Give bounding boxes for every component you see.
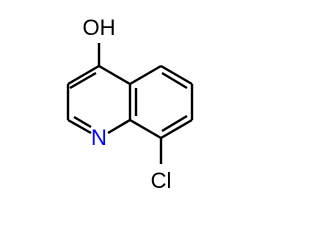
bond-c2-n1-inner [73,115,92,129]
bond-c8-c8a [129,118,162,140]
bond-c7-c8 [160,118,193,140]
bond-c7-c8-inner [161,114,188,133]
bond-c5-c6 [160,64,193,86]
chlorine-label: Cl [151,168,172,193]
hydroxyl-label: OH [83,15,116,40]
bond-n1-c8a [107,118,131,135]
quinoline-structure: OH N Cl [66,15,194,193]
bond-c5-c6-inner [161,71,188,90]
bond-c2-n1 [67,118,92,135]
bond-c4a-c5 [129,64,162,86]
nitrogen-label: N [91,125,107,150]
bond-c4-c3-inner [69,71,97,90]
bond-c4a-c4 [98,64,131,86]
bond-c4-c3 [67,64,100,86]
